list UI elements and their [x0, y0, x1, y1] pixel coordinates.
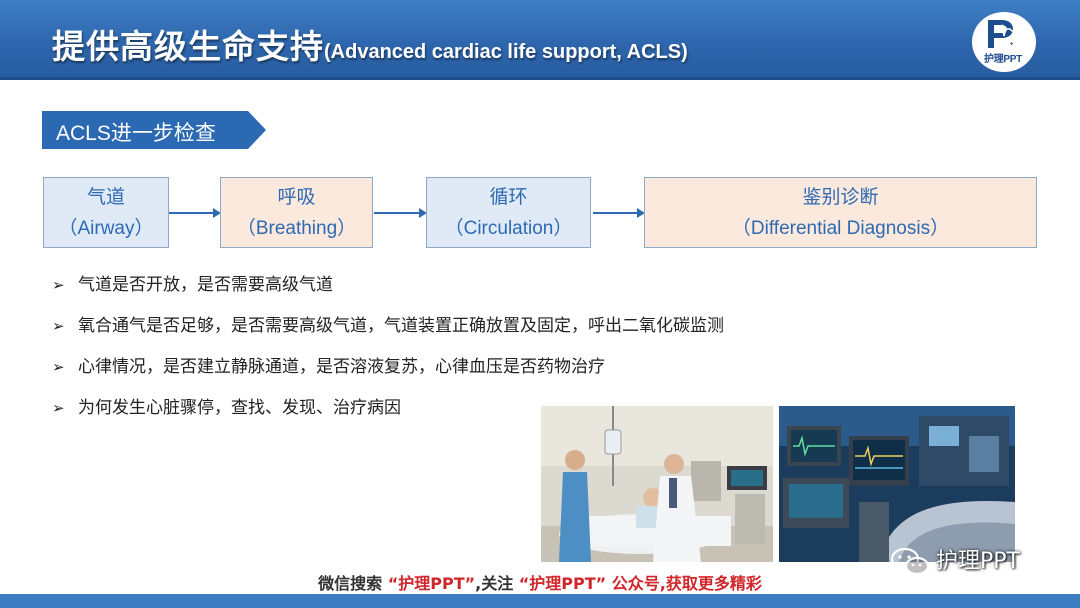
slide-title: 提供高级生命支持(Advanced cardiac life support, …: [52, 20, 688, 68]
step-airway: 气道 （Airway）: [43, 177, 169, 248]
step-circulation-en: （Circulation）: [427, 213, 590, 244]
step-airway-zh: 气道: [44, 182, 168, 213]
step-circulation: 循环 （Circulation）: [426, 177, 591, 248]
logo-small-mark: ✚: [1010, 41, 1014, 46]
step-circulation-zh: 循环: [427, 182, 590, 213]
slide-title-en: (Advanced cardiac life support, ACLS): [324, 41, 688, 63]
title-bar: 提供高级生命支持(Advanced cardiac life support, …: [0, 0, 1080, 80]
footer-part3: ,关注: [475, 574, 519, 593]
footer-promo: 微信搜索 “护理PPT”,关注 “护理PPT” 公众号,获取更多精彩: [0, 570, 1080, 594]
footer-part4: “护理PPT”: [519, 574, 606, 593]
list-item: ➢ 氧合通气是否足够，是否需要高级气道，气道装置正确放置及固定，呼出二氧化碳监测: [52, 311, 724, 352]
bullet-arrow-icon: ➢: [52, 311, 65, 341]
step-breathing-en: （Breathing）: [221, 213, 372, 244]
bullet-text: 气道是否开放，是否需要高级气道: [78, 275, 333, 295]
footer-part2: “护理PPT”: [388, 574, 475, 593]
step-breathing: 呼吸 （Breathing）: [220, 177, 373, 248]
step-differential-diagnosis: 鉴别诊断 （Differential Diagnosis）: [644, 177, 1037, 248]
list-item: ➢ 气道是否开放，是否需要高级气道: [52, 270, 724, 311]
section-label: ACLS进一步检查: [56, 117, 216, 147]
bullet-text: 氧合通气是否足够，是否需要高级气道，气道装置正确放置及固定，呼出二氧化碳监测: [78, 316, 724, 336]
step-dd-zh: 鉴别诊断: [645, 182, 1036, 213]
icu-photo: [779, 406, 1015, 562]
bullet-arrow-icon: ➢: [52, 352, 65, 382]
bottom-bar: [0, 594, 1080, 608]
step-dd-en: （Differential Diagnosis）: [645, 213, 1036, 244]
logo-text: 护理PPT: [984, 50, 1022, 65]
step-airway-en: （Airway）: [44, 213, 168, 244]
section-tag: ACLS进一步检查: [42, 111, 268, 149]
bullet-text: 为何发生心脏骤停，查找、发现、治疗病因: [78, 398, 401, 418]
ward-photo: [541, 406, 773, 562]
bullet-text: 心律情况，是否建立静脉通道，是否溶液复苏，心律血压是否药物治疗: [78, 357, 605, 377]
footer-part1: 微信搜索: [318, 574, 388, 593]
flow-arrow-2: [374, 205, 427, 221]
flow-arrow-3: [593, 205, 645, 221]
flow-arrow-1: [169, 205, 221, 221]
bullet-arrow-icon: ➢: [52, 270, 65, 300]
list-item: ➢ 心律情况，是否建立静脉通道，是否溶液复苏，心律血压是否药物治疗: [52, 352, 724, 393]
step-breathing-zh: 呼吸: [221, 182, 372, 213]
brand-logo: ✚ 护理PPT: [972, 12, 1036, 72]
footer-part5: 公众号,获取更多精彩: [606, 574, 762, 593]
slide-title-zh: 提供高级生命支持: [52, 27, 324, 66]
bullet-arrow-icon: ➢: [52, 393, 65, 423]
